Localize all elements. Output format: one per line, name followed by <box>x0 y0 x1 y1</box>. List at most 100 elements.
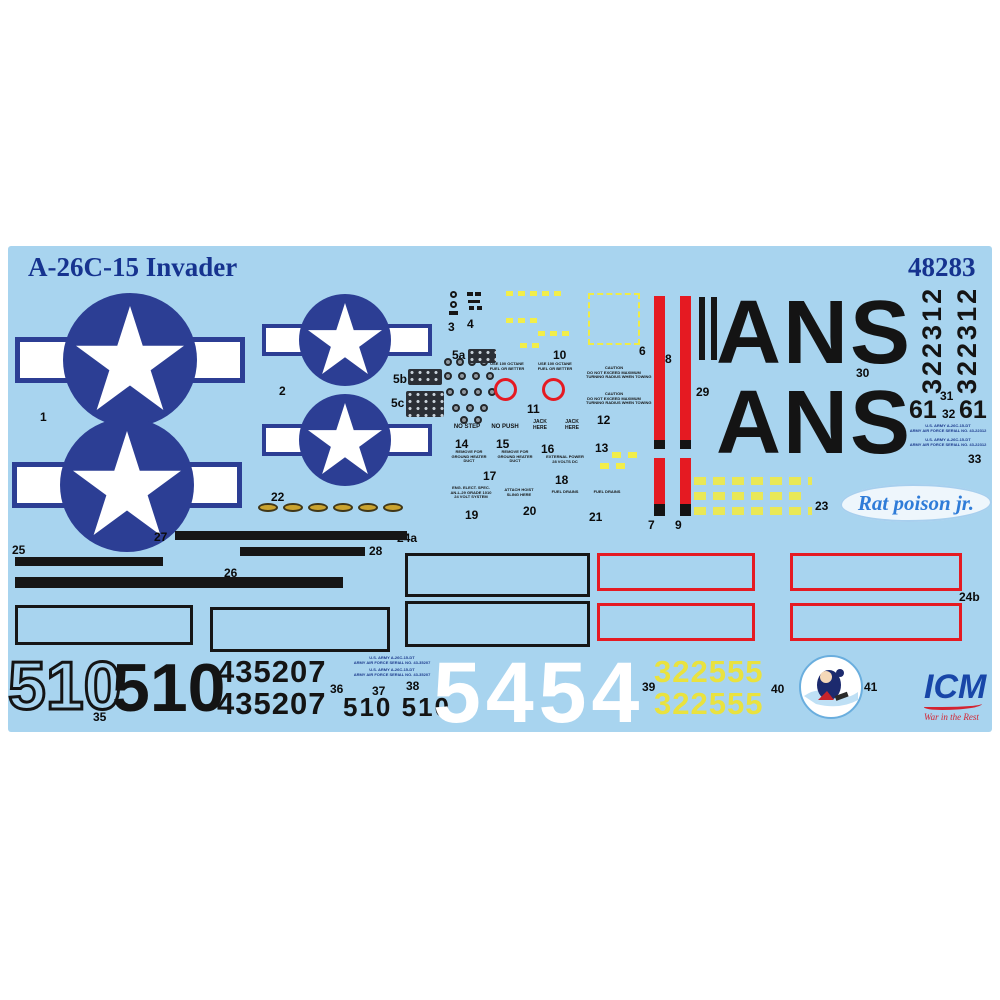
small-rect-decal <box>467 292 473 296</box>
exhaust-cover-oval-decal <box>333 503 353 512</box>
small-rect-decal <box>477 306 482 310</box>
callout-39: 39 <box>642 680 656 694</box>
instrument-dial-decal <box>456 358 464 366</box>
instrument-dial-decal <box>452 404 460 412</box>
black-stripe-decal <box>15 577 343 588</box>
callout-41: 41 <box>864 680 878 694</box>
red-warning-stripe-decal <box>680 296 691 449</box>
callout-35: 35 <box>93 710 107 724</box>
callout-11: 11 <box>527 402 540 416</box>
callout-17: 17 <box>483 469 497 483</box>
black-stripe-decal <box>15 557 163 566</box>
callout-6: 6 <box>639 344 646 358</box>
callout-4: 4 <box>467 317 474 331</box>
instrument-dial-decal <box>444 358 452 366</box>
callout-27: 27 <box>154 530 168 544</box>
icm-slogan: War in the Rest <box>924 712 979 722</box>
black-outline-rect-decal <box>405 601 590 647</box>
yellow-stencil-mark <box>518 318 525 323</box>
yellow-stencil-mark <box>612 452 621 458</box>
small-rect-decal <box>469 306 474 310</box>
tail-serial-vertical-1: 322312 <box>917 285 947 394</box>
stencil-text: NO PUSH <box>491 424 519 430</box>
callout-30: 30 <box>856 366 870 380</box>
instrument-dial-decal <box>466 404 474 412</box>
tail-number-outline: 510 <box>6 648 122 724</box>
callout-37: 37 <box>372 684 386 698</box>
instrument-dial-decal <box>458 372 466 380</box>
stencil-text: FUEL DRAINS <box>551 489 579 494</box>
instrument-dial-decal <box>446 388 454 396</box>
yellow-stencil-mark <box>562 331 569 336</box>
callout-33: 33 <box>968 452 982 466</box>
callout-2: 2 <box>279 384 286 398</box>
yellow-stencil-mark <box>538 331 545 336</box>
instrument-dial-decal <box>460 416 468 424</box>
callout-29: 29 <box>696 385 710 399</box>
sheet-title: A-26C-15 Invader <box>28 252 238 282</box>
nose-art-text: Rat poison jr. <box>857 490 975 515</box>
yellow-stencil-mark <box>616 463 625 469</box>
yellow-stencil-mark <box>628 452 637 458</box>
fuselage-code-decal-2: ANS <box>716 373 913 473</box>
yellow-stencil-mark <box>600 463 609 469</box>
yellow-dashed-walkway-decal <box>588 293 640 345</box>
national-insignia-large-2 <box>12 418 242 552</box>
black-outline-rect-decal <box>15 605 193 645</box>
callout-14: 14 <box>455 437 469 451</box>
callout-38: 38 <box>406 679 420 693</box>
callout-36: 36 <box>330 682 344 696</box>
tail-number-solid: 510 <box>112 650 226 726</box>
callout-28: 28 <box>369 544 383 558</box>
icm-logo-text: ICM <box>924 668 987 706</box>
national-insignia-medium-2 <box>262 394 432 486</box>
serial-number-decal-1: 435207 <box>217 654 327 689</box>
red-outline-rect-decal <box>597 603 755 641</box>
instrument-dial-decal <box>486 372 494 380</box>
callout-26: 26 <box>224 566 238 580</box>
small-round-decal <box>450 301 457 308</box>
black-stripe-decal <box>240 547 365 556</box>
small-rect-decal <box>449 311 458 315</box>
stencil-text: NO STEP <box>453 424 481 430</box>
exhaust-cover-oval-decal <box>258 503 278 512</box>
nose-art-emblem-graphic <box>799 655 863 719</box>
callout-13: 13 <box>595 441 609 455</box>
national-insignia-medium-1 <box>262 294 432 386</box>
yellow-serial-decal-2: 322555 <box>654 686 764 721</box>
stencil-text: FUEL DRAINS <box>593 489 621 494</box>
callout-18: 18 <box>555 473 569 487</box>
instrument-panel-decal <box>408 369 442 385</box>
instrument-panel-decal <box>468 349 496 363</box>
small-rect-decal <box>468 300 480 303</box>
red-outline-rect-decal <box>597 553 755 591</box>
instrument-panel-decal <box>406 391 444 417</box>
red-warning-stripe-decal <box>654 296 665 449</box>
callout-5c: 5c <box>391 396 405 410</box>
national-insignia-large-1 <box>15 293 245 427</box>
tail-number-small-pair: 510 510 <box>343 692 451 722</box>
callout-31: 31 <box>940 389 954 403</box>
black-outline-rect-decal <box>405 553 590 597</box>
yellow-stencil-mark <box>520 343 527 348</box>
instrument-dial-decal <box>444 372 452 380</box>
tail-serial-vertical-2: 322312 <box>952 285 982 394</box>
exhaust-cover-oval-decal <box>283 503 303 512</box>
tactical-number-1: 61 <box>909 396 937 424</box>
fuselage-code-decal-1: ANS <box>716 283 913 383</box>
serial-number-decal-2: 435207 <box>217 686 327 721</box>
instrument-dial-decal <box>474 388 482 396</box>
yellow-stencil-mark <box>550 331 557 336</box>
